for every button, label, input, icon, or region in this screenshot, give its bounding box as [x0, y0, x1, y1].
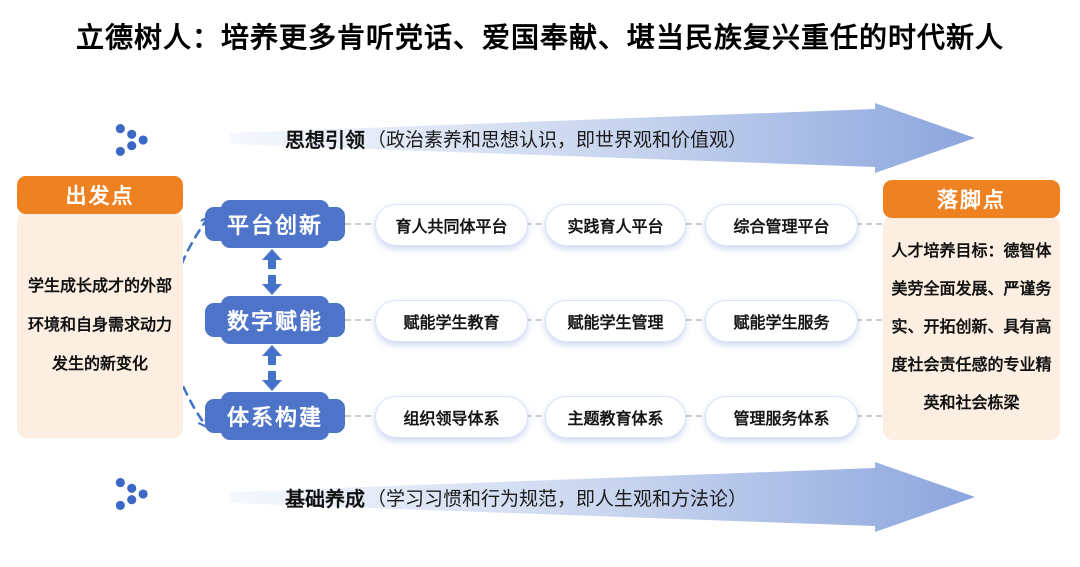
pill-item: 赋能学生教育	[375, 300, 528, 342]
double-vertical-arrow-icon	[262, 249, 282, 295]
pill-item: 实践育人平台	[545, 204, 686, 246]
end-point-panel: 人才培养目标：德智体美劳全面发展、严谨务实、开拓创新、具有高度社会责任感的专业精…	[883, 216, 1060, 440]
category-platform-innovation: 平台创新	[205, 200, 345, 248]
pill-item: 赋能学生管理	[545, 300, 686, 342]
pill-item: 主题教育体系	[545, 396, 686, 438]
bottom-banner-text: 基础养成 （学习习惯和行为规范，即人生观和方法论）	[285, 462, 845, 532]
page-title: 立德树人：培养更多肯听党话、爱国奉献、堪当民族复兴重任的时代新人	[75, 22, 1004, 53]
dots-chevron-icon	[115, 478, 148, 510]
top-arrow-shape	[230, 103, 975, 173]
bottom-arrow-shape	[230, 462, 975, 532]
start-point-body: 学生成长成才的外部环境和自身需求动力发生的新变化	[27, 277, 172, 373]
pill-item: 综合管理平台	[705, 204, 858, 246]
category-label: 平台创新	[226, 213, 323, 238]
end-point-header: 落脚点	[883, 180, 1060, 218]
top-banner-label: 思想引领	[285, 129, 365, 152]
pill-item: 组织领导体系	[375, 396, 528, 438]
pill-item: 管理服务体系	[705, 396, 858, 438]
category-system-construction: 体系构建	[205, 392, 345, 440]
top-banner-text: 思想引领 （政治素养和思想认识，即世界观和价值观）	[285, 103, 845, 173]
pill-item: 赋能学生服务	[705, 300, 858, 342]
top-banner-note: （政治素养和思想认识，即世界观和价值观）	[367, 129, 748, 151]
bottom-banner-note: （学习习惯和行为规范，即人生观和方法论）	[367, 488, 748, 510]
start-point-panel: 学生成长成才的外部环境和自身需求动力发生的新变化	[17, 212, 183, 438]
dots-chevron-icon	[115, 124, 148, 156]
category-label: 体系构建	[226, 405, 323, 430]
end-point-body: 人才培养目标：德智体美劳全面发展、严谨务实、开拓创新、具有高度社会责任感的专业精…	[891, 243, 1052, 412]
pill-item: 育人共同体平台	[375, 204, 528, 246]
start-point-header: 出发点	[17, 176, 183, 214]
bottom-banner-label: 基础养成	[285, 488, 365, 511]
double-vertical-arrow-icon	[262, 345, 282, 391]
category-label: 数字赋能	[226, 309, 323, 334]
category-digital-empowerment: 数字赋能	[205, 296, 345, 344]
